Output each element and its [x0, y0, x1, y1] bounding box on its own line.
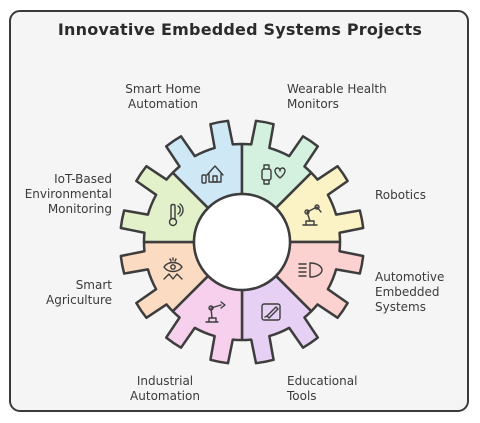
label-iot-environmental-monitoring: IoT-Based Environmental Monitoring — [24, 172, 112, 216]
label-automotive-embedded-systems: Automotive Embedded Systems — [375, 270, 445, 314]
label-industrial-automation: Industrial Automation — [130, 374, 200, 403]
label-robotics: Robotics — [375, 188, 426, 202]
smart-home-icon — [201, 165, 224, 184]
label-educational-tools: Educational Tools — [287, 374, 358, 403]
page-title: Innovative Embedded Systems Projects — [57, 20, 423, 39]
label-smart-home-automation: Smart Home Automation — [125, 82, 201, 111]
gear-hub — [192, 192, 292, 292]
robot-arm-icon — [302, 204, 322, 226]
wearable-health-icon — [261, 164, 286, 185]
gear-segments — [119, 119, 365, 365]
label-smart-agriculture: Smart Agriculture — [46, 278, 112, 307]
car-headlight-icon — [298, 262, 323, 278]
education-tablet-icon — [261, 303, 281, 321]
industrial-arm-icon — [205, 301, 226, 323]
agriculture-eye-icon — [163, 257, 183, 280]
thermometer-icon — [168, 203, 184, 227]
label-wearable-health-monitors: Wearable Health Monitors — [287, 82, 387, 111]
